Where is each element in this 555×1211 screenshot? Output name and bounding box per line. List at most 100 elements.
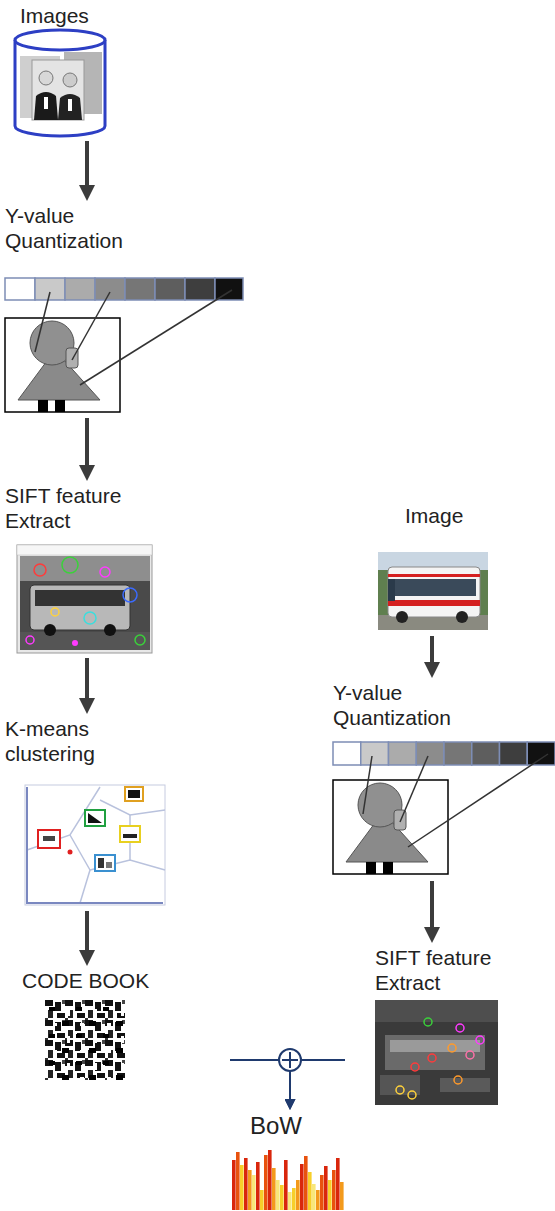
sift-keypoints-image-part <box>440 1078 490 1092</box>
quantization-figure-part <box>400 756 428 822</box>
bow-histogram-part <box>248 1170 252 1210</box>
bow-histogram-part <box>328 1180 332 1210</box>
image-database <box>15 30 105 136</box>
bow-histogram-part <box>312 1184 316 1210</box>
cluster-plot-part <box>88 813 102 823</box>
cluster-plot-part <box>68 850 73 855</box>
step-node: CODE BOOK <box>5 968 230 1083</box>
image-database-part <box>15 40 105 136</box>
image-database-part <box>34 92 58 120</box>
bow-histogram <box>232 1150 344 1210</box>
sift-screenshot-part <box>62 557 78 573</box>
sift-screenshot-part <box>34 564 46 576</box>
sift-screenshot-part <box>51 608 59 616</box>
flow-arrow <box>430 881 434 929</box>
sift-keypoints-image-part <box>456 1024 464 1032</box>
step-node: BoW <box>232 1112 347 1210</box>
image-database-part <box>39 71 53 85</box>
quantization-figure-part <box>35 292 50 352</box>
person-figure-part <box>55 400 65 412</box>
sum-symbol <box>279 1049 301 1071</box>
bow-histogram-part <box>272 1168 276 1210</box>
bow-histogram-part <box>292 1188 296 1210</box>
flow-arrow <box>430 636 434 664</box>
flow-arrow <box>85 658 89 700</box>
bow-histogram-part <box>304 1156 308 1210</box>
bow-histogram-part <box>320 1175 324 1210</box>
quantization-figure-part <box>95 278 125 300</box>
quantization-figure-part <box>333 742 361 765</box>
bus-photo <box>378 552 488 630</box>
quantization-figure-part <box>500 742 528 765</box>
quantization-figure-part <box>444 742 472 765</box>
sift-keypoints-image-part <box>375 1000 498 1105</box>
cluster-plot-part <box>85 810 105 826</box>
step-label: Y-value Quantization <box>5 203 140 253</box>
step-node: Images <box>5 3 114 138</box>
quantization-figure-part <box>155 278 185 300</box>
sift-screenshot-part <box>17 545 152 555</box>
cluster-plot-part <box>100 800 165 815</box>
bus-photo-part <box>388 567 480 617</box>
step-node: Image <box>375 503 494 633</box>
sift-screenshot-part <box>135 635 145 645</box>
codebook-patches <box>45 1000 125 1080</box>
step-label: BoW <box>250 1112 340 1141</box>
bow-histogram-part <box>256 1162 260 1210</box>
quantization-figure-part <box>527 742 555 765</box>
person-figure <box>5 318 120 412</box>
bow-histogram-part <box>308 1172 312 1210</box>
bow-histogram-part <box>252 1175 256 1210</box>
cluster-plot-part <box>43 836 55 841</box>
bus-photo-part <box>388 574 480 577</box>
sift-screenshot <box>17 545 152 653</box>
sift-keypoints-image-part <box>390 1040 480 1052</box>
sum-symbol-part <box>289 1052 291 1068</box>
step-node: SIFT feature Extract <box>5 483 155 655</box>
bow-histogram-part <box>280 1185 284 1210</box>
cluster-plot-part <box>98 858 104 868</box>
image-database-part <box>68 99 72 111</box>
sift-keypoints-image-part <box>448 1044 456 1052</box>
cluster-plot-part <box>70 835 90 903</box>
quantization-figure-part <box>408 754 548 847</box>
cluster-plot-part <box>95 855 115 871</box>
sift-keypoints-image-part <box>396 1086 404 1094</box>
image-database-part <box>63 73 77 87</box>
person-figure <box>333 780 448 874</box>
cluster-plot-part <box>125 787 143 801</box>
bow-histogram-part <box>260 1190 264 1210</box>
step-node: SIFT feature Extract <box>345 945 501 1107</box>
bow-histogram-part <box>244 1158 248 1210</box>
bow-histogram-part <box>288 1192 292 1210</box>
sum-symbol-part <box>279 1049 301 1071</box>
quantization-figure-part <box>416 742 444 765</box>
quantization-figure-part <box>472 742 500 765</box>
sift-keypoints-image-part <box>375 1000 498 1022</box>
sift-screenshot-part <box>44 624 56 636</box>
bow-histogram-part <box>268 1150 272 1210</box>
bow-histogram-part <box>340 1182 344 1210</box>
quantization-figure <box>333 742 555 874</box>
image-database-part <box>44 97 48 109</box>
quantization-figure-part <box>389 742 417 765</box>
sift-screenshot-part <box>123 588 137 602</box>
step-label: Y-value Quantization <box>333 680 468 730</box>
person-figure-part <box>5 318 120 412</box>
sift-keypoints-image-part <box>385 1035 485 1070</box>
quantization-figure-part <box>35 278 65 300</box>
quantization-figure-part <box>361 742 389 765</box>
quantization-figure-part <box>5 278 35 300</box>
step-label: Image <box>405 503 490 528</box>
flow-arrow <box>85 911 89 952</box>
bow-histogram-part <box>324 1166 328 1210</box>
step-label: Images <box>20 3 110 28</box>
bow-histogram-part <box>336 1158 340 1210</box>
sift-screenshot-part <box>35 590 125 606</box>
step-label: SIFT feature Extract <box>375 945 497 995</box>
person-figure-part <box>366 862 376 874</box>
cluster-plot-part <box>106 862 112 868</box>
sift-screenshot-part <box>20 632 150 650</box>
cluster-plot-part <box>25 785 165 905</box>
